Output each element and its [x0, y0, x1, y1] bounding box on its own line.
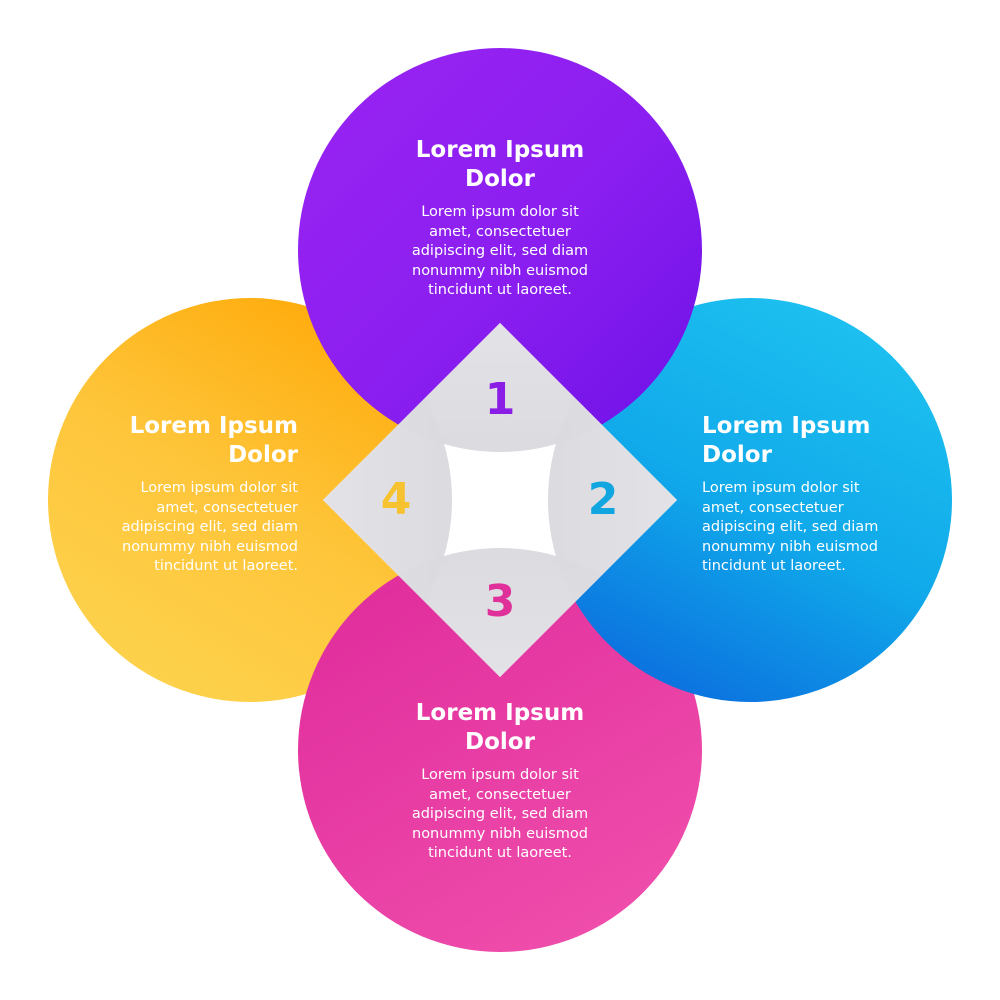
circle-yellow — [48, 298, 452, 702]
step-number-3: 3 — [484, 576, 516, 627]
step-1-title: Lorem Ipsum Dolor — [415, 137, 585, 192]
circle-blue — [548, 298, 952, 702]
step-4-title: Lorem Ipsum Dolor — [129, 413, 298, 468]
step-4-body: Lorem ipsum dolor sit amet, consectetuer… — [121, 480, 298, 574]
circle-pink — [298, 548, 702, 952]
step-2-title: Lorem Ipsum Dolor — [702, 413, 871, 468]
step-number-1: 1 — [484, 374, 516, 425]
circle-purple — [298, 48, 702, 452]
step-3-text: Lorem Ipsum Dolor Lorem ipsum dolor sit … — [360, 699, 640, 864]
step-2-body: Lorem ipsum dolor sit amet, consectetuer… — [702, 480, 879, 574]
step-3-title: Lorem Ipsum Dolor — [415, 700, 585, 755]
step-1-body: Lorem ipsum dolor sit amet, consectetuer… — [411, 204, 589, 298]
step-2-text: Lorem Ipsum Dolor Lorem ipsum dolor sit … — [702, 412, 942, 577]
step-3-body: Lorem ipsum dolor sit amet, consectetuer… — [411, 767, 589, 861]
step-4-text: Lorem Ipsum Dolor Lorem ipsum dolor sit … — [80, 412, 298, 577]
step-number-2: 2 — [587, 474, 619, 525]
step-number-4: 4 — [380, 474, 412, 525]
step-1-text: Lorem Ipsum Dolor Lorem ipsum dolor sit … — [360, 136, 640, 301]
